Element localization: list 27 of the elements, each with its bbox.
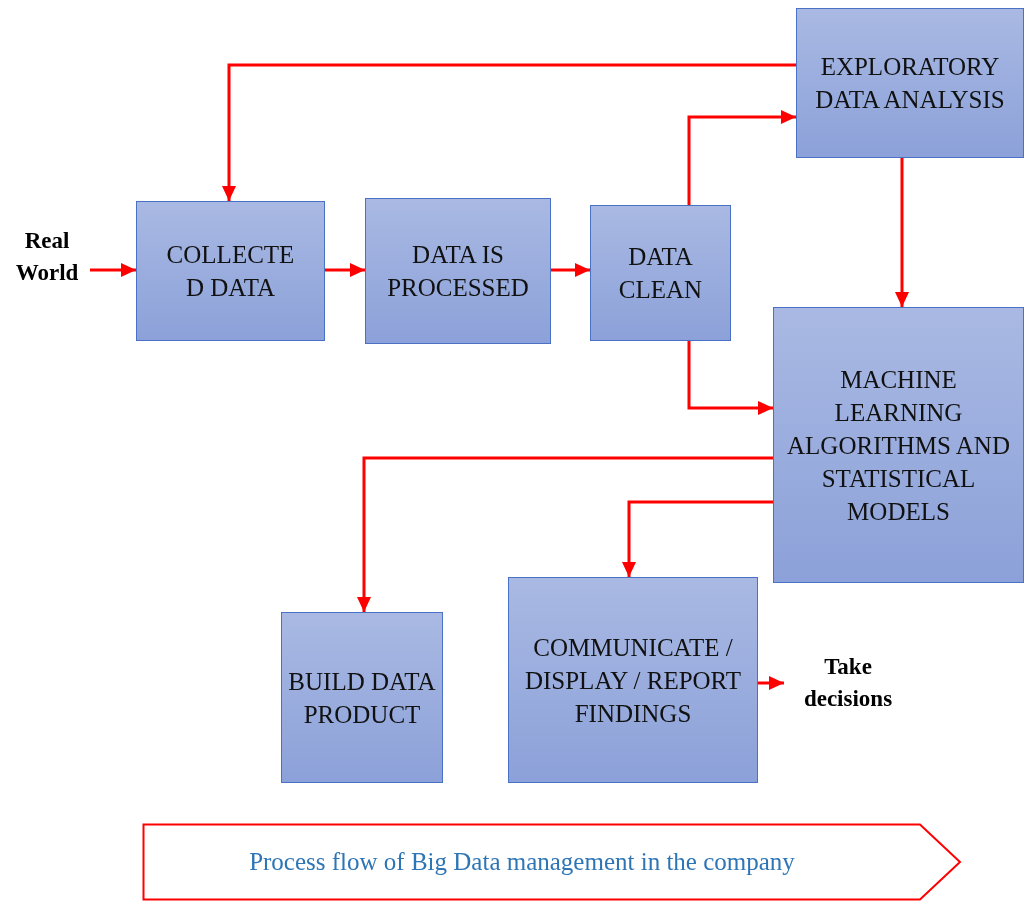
arrow [622, 500, 773, 577]
arrow [895, 158, 909, 307]
box-label: DATA CLEAN [617, 242, 704, 305]
arrow [687, 341, 773, 415]
box-label: COLLECTE D DATA [165, 240, 296, 303]
arrow [222, 63, 796, 201]
process-box [136, 201, 325, 341]
flow-label: Take decisions [802, 653, 894, 713]
box-label: BUILD DATA PRODUCT [288, 666, 436, 730]
process-box [508, 577, 758, 783]
arrow [90, 263, 136, 277]
box-label: EXPLORATORY DATA ANALYSIS [814, 52, 1006, 115]
flow-label: Real World [14, 227, 80, 287]
process-box [281, 612, 443, 783]
box-label: DATA IS PROCESSED [386, 240, 530, 303]
box-label: MACHINE LEARNING ALGORITHMS AND STATISTICAL MODELS [786, 364, 1011, 527]
box-label: COMMUNICATE / DISPLAY / REPORT FINDINGS [523, 632, 743, 729]
arrow [687, 110, 796, 205]
arrow [357, 456, 773, 612]
process-box [773, 307, 1024, 583]
arrow [325, 263, 365, 277]
process-box [590, 205, 731, 341]
arrow [551, 263, 590, 277]
arrow [758, 676, 784, 690]
process-box [796, 8, 1024, 158]
process-box [365, 198, 551, 344]
banner-label: Process flow of Big Data management in the company [249, 848, 796, 876]
